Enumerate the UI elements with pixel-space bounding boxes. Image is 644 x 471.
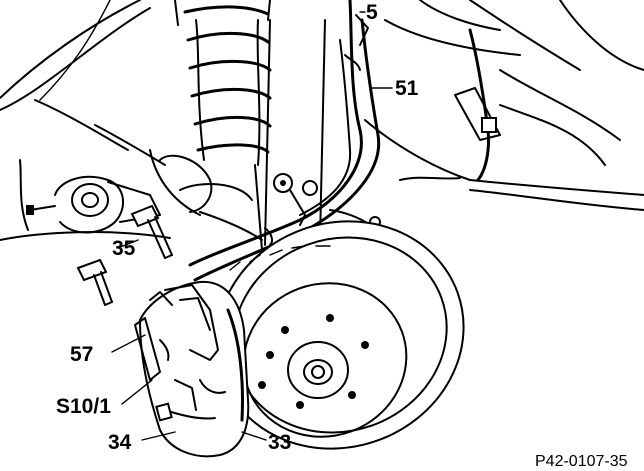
callout-51: 51 (395, 77, 419, 100)
strut-coil-spring (159, 0, 326, 251)
callout-33: 33 (268, 431, 292, 454)
callout-34: 34 (108, 431, 132, 454)
brake-hose-bundle (188, 0, 461, 282)
callout-5: 5 (366, 1, 378, 24)
control-arm-bushing (26, 149, 201, 234)
caliper-bolts (76, 204, 173, 306)
knuckle-bolts (264, 173, 318, 246)
callout-35: 35 (112, 237, 136, 260)
brake-disc (215, 220, 465, 450)
brake-caliper (134, 280, 250, 458)
leader-lines (111, 11, 393, 441)
brake-pipe (468, 28, 497, 182)
callout-s10-1: S10/1 (56, 395, 111, 418)
figure-reference: P42-0107-35 (535, 453, 628, 470)
callout-57: 57 (70, 343, 94, 366)
